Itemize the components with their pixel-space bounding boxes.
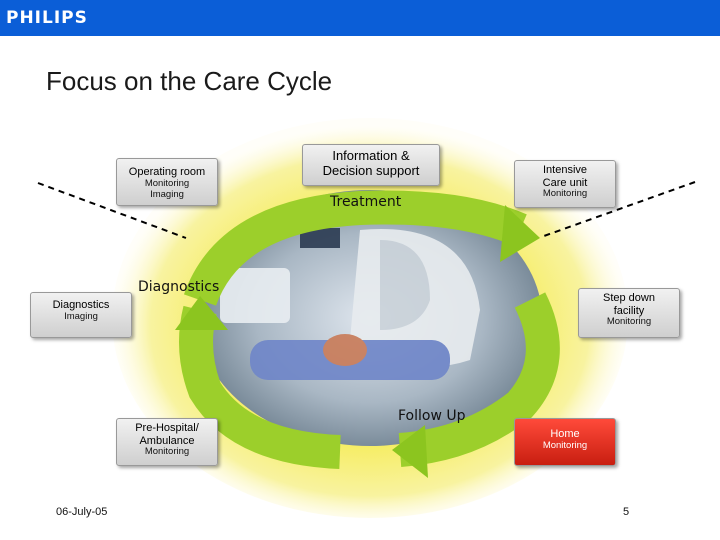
arrow-followup-stepdown: [398, 292, 560, 467]
diagnostics-box-imaging: Imaging: [64, 310, 98, 322]
operating-room-title: Operating room: [128, 166, 206, 178]
arrow-diagnostics-treatment: [183, 190, 527, 307]
step-down-line2: facility: [613, 304, 645, 317]
info-decision-line1: Information &: [332, 148, 410, 163]
philips-logo: PHILIPS: [6, 8, 88, 28]
intensive-care-line1: Intensive: [542, 164, 588, 176]
intensive-care-monitoring: Monitoring: [542, 188, 588, 200]
slide-title: Focus on the Care Cycle: [46, 66, 333, 96]
cycle-arrows: [175, 190, 560, 478]
footer-date: 06-July-05: [56, 506, 108, 518]
page-number: 5: [623, 506, 630, 518]
intensive-care-line2: Care unit: [542, 176, 588, 189]
pre-hospital-line1: Pre-Hospital/: [135, 422, 199, 434]
follow-up-label: Follow Up: [398, 408, 466, 424]
treatment-label: Treatment: [330, 194, 402, 210]
intensive-care-box: Intensive Care unit Monitoring: [514, 160, 616, 208]
operating-room-monitoring: Monitoring: [144, 177, 190, 189]
operating-room-box: Operating room Monitoring Imaging: [116, 158, 218, 206]
pre-hospital-monitoring: Monitoring: [144, 446, 190, 458]
step-down-monitoring: Monitoring: [606, 316, 652, 328]
step-down-box: Step down facility Monitoring: [578, 288, 680, 338]
info-decision-box: Information & Decision support: [302, 144, 440, 186]
info-decision-line2: Decision support: [322, 162, 420, 178]
diagnostics-box: Diagnostics Imaging: [30, 292, 132, 338]
operating-room-imaging: Imaging: [150, 188, 184, 200]
pre-hospital-line2: Ambulance: [139, 434, 195, 447]
pre-hospital-box: Pre-Hospital/ Ambulance Monitoring: [116, 418, 218, 466]
home-box: Home Monitoring: [514, 418, 616, 466]
dashed-line-right: [543, 181, 696, 237]
top-bar: PHILIPS: [0, 0, 720, 36]
dashed-line-left: [37, 182, 187, 239]
ct-scanner-illustration: [220, 228, 480, 380]
home-title: Home: [550, 428, 580, 440]
step-down-line1: Step down: [603, 292, 655, 304]
dashed-connectors: [37, 181, 696, 239]
diagnostics-cycle-label: Diagnostics: [138, 279, 220, 295]
diagnostics-box-title: Diagnostics: [52, 299, 110, 311]
arrow-prehospital-diagnostics: [179, 305, 341, 469]
home-monitoring: Monitoring: [542, 439, 588, 451]
